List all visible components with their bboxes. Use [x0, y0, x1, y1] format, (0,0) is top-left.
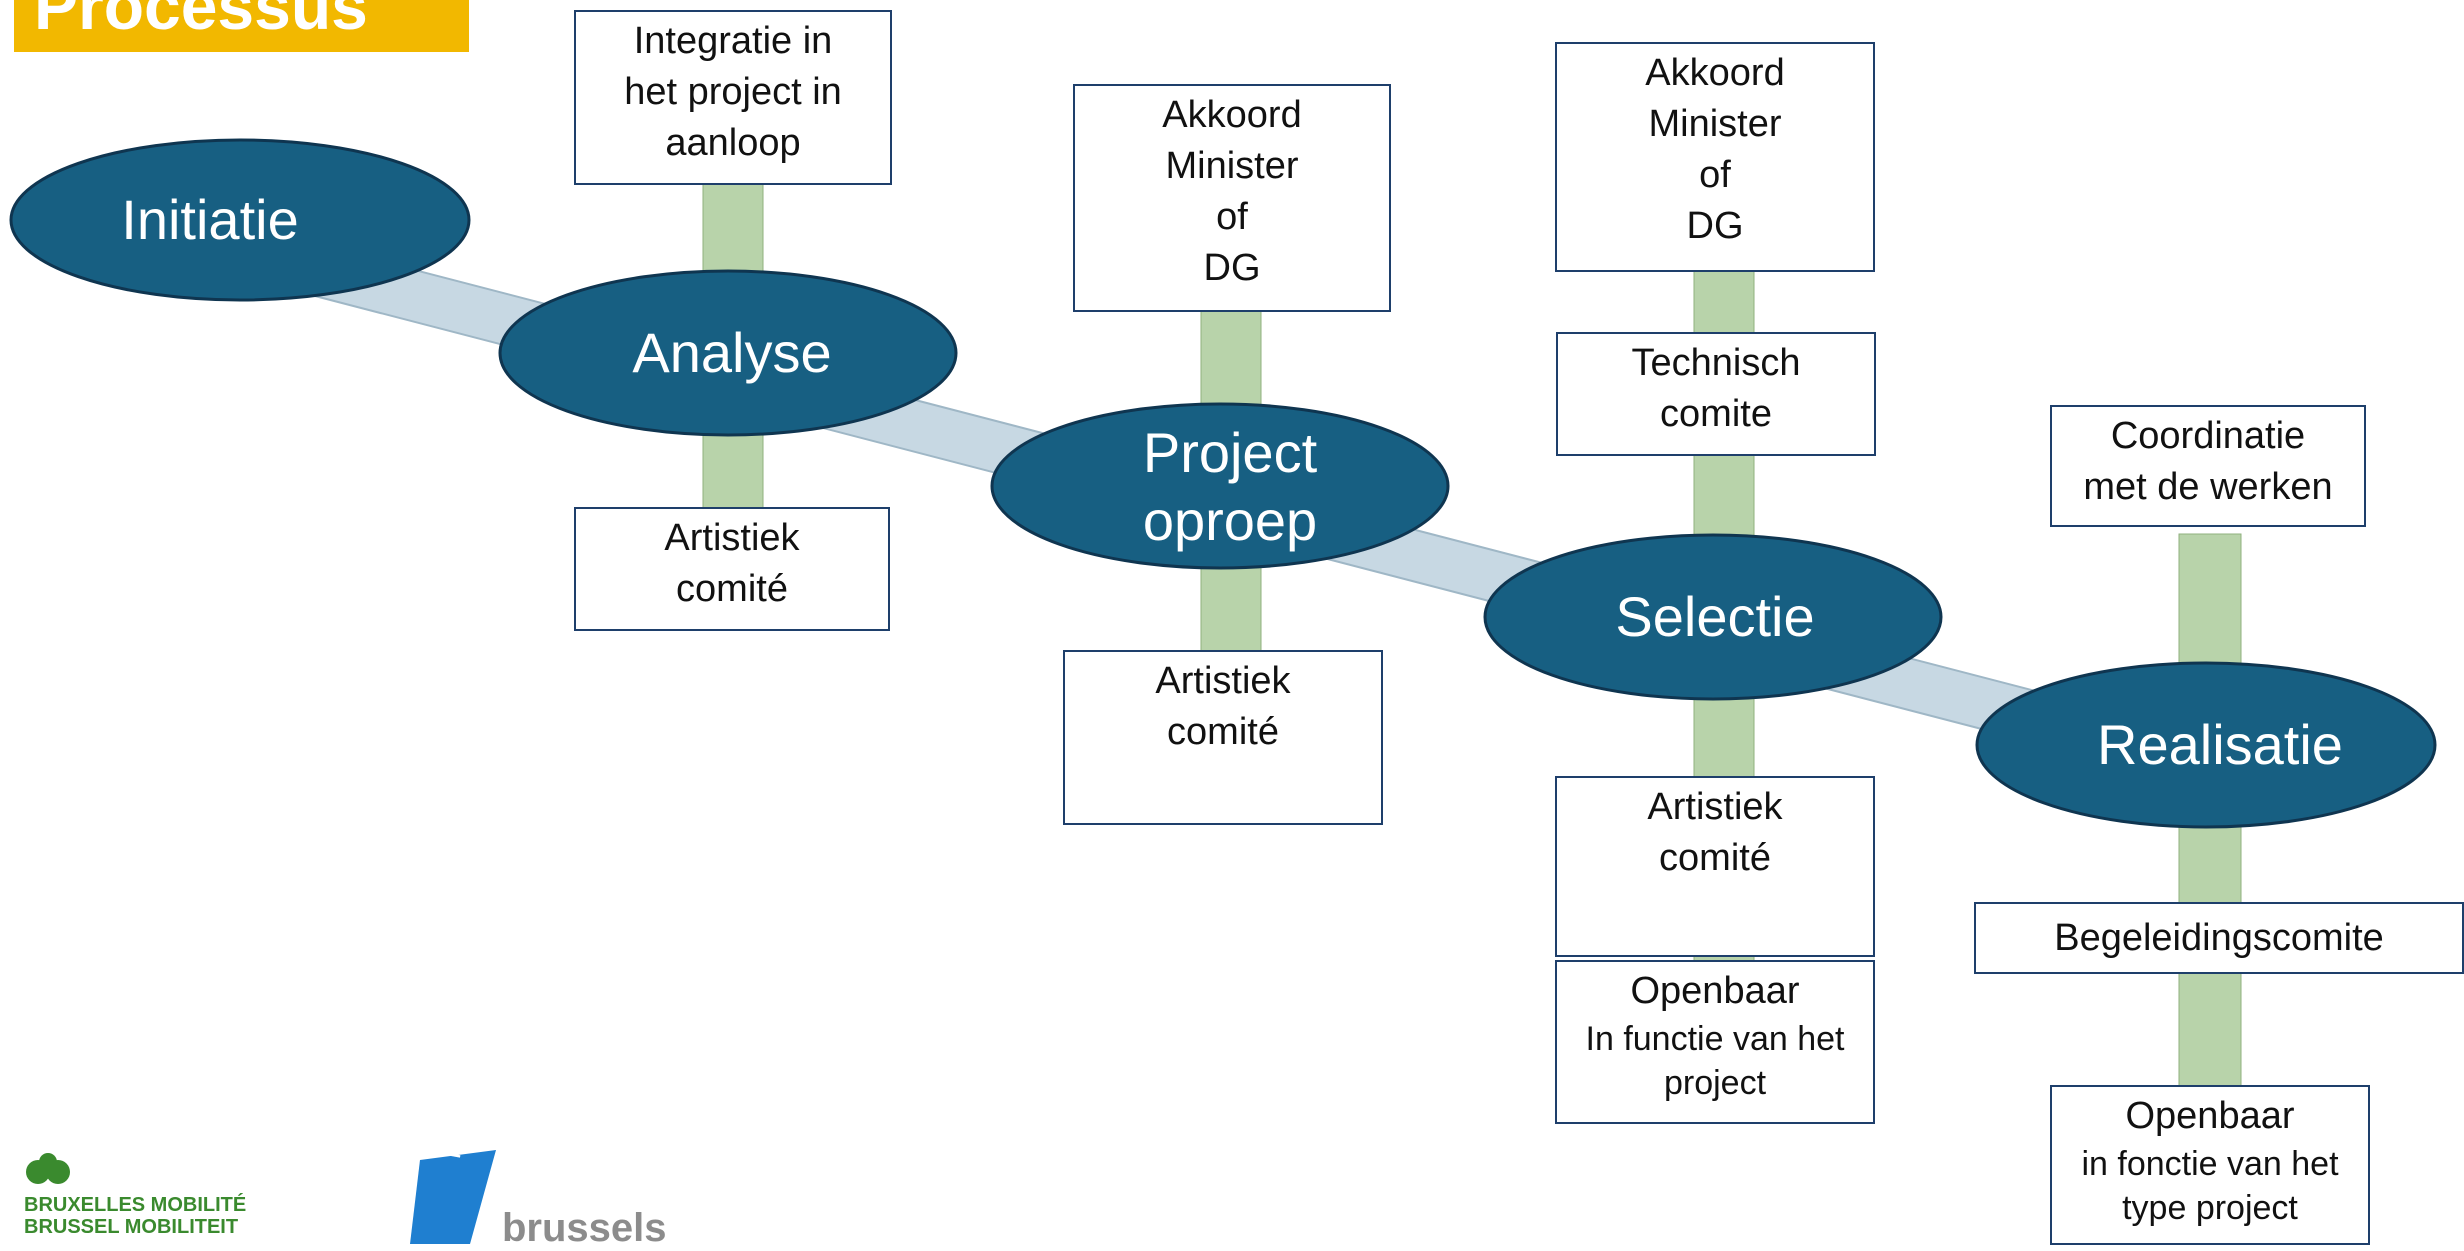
- box-integratie: Integratie in het project in aanloop: [574, 10, 892, 185]
- box-line: type project: [2122, 1189, 2298, 1227]
- box-artistiek-comite-selectie: Artistiek comité: [1555, 776, 1875, 957]
- logo-line-nl: BRUSSEL MOBILITEIT: [24, 1216, 239, 1238]
- box-line: Artistiek: [1155, 660, 1291, 702]
- connector-realisatie-top: [2178, 533, 2242, 667]
- box-line: Akkoord: [1645, 52, 1785, 94]
- box-line: DG: [1686, 205, 1744, 247]
- box-openbaar-selectie: Openbaar In functie van het project: [1555, 960, 1875, 1124]
- stage-realisatie-shape: [1975, 661, 2437, 829]
- box-line: comité: [676, 568, 788, 610]
- box-akkoord-selectie: Akkoord Minister of DG: [1555, 42, 1875, 272]
- stage-selectie-shape: [1483, 533, 1943, 701]
- box-line: Integratie in: [633, 20, 833, 62]
- box-line: het project in: [624, 71, 842, 113]
- box-line: Openbaar: [2125, 1095, 2295, 1137]
- box-line: Begeleidingscomite: [2054, 916, 2384, 959]
- brussels-brand-text: brussels: [502, 1206, 667, 1250]
- box-line: In functie van het: [1585, 1020, 1845, 1058]
- box-openbaar-realisatie: Openbaar in fonctie van het type project: [2050, 1085, 2370, 1245]
- box-line: in fonctie van het: [2081, 1145, 2339, 1183]
- logo-line-fr: BRUXELLES MOBILITÉ: [24, 1194, 247, 1216]
- box-line: Artistiek: [664, 517, 800, 559]
- box-line: comité: [1167, 711, 1279, 753]
- box-line: DG: [1203, 247, 1261, 289]
- connector-oproep-bottom: [1200, 563, 1262, 653]
- box-line: Openbaar: [1630, 970, 1800, 1012]
- stage-initiatie-shape: [9, 138, 471, 302]
- box-line: Coordinatie: [2110, 415, 2306, 457]
- box-line: project: [1663, 1064, 1767, 1102]
- box-line: aanloop: [665, 122, 801, 164]
- box-line: of: [1699, 154, 1731, 196]
- box-line: Artistiek: [1647, 786, 1783, 828]
- connector-oproep-top: [1200, 309, 1262, 419]
- clover-icon: [26, 1153, 70, 1184]
- connector-analyse-top: [702, 182, 764, 284]
- box-artistiek-comite-analyse: Artistiek comité: [574, 507, 890, 631]
- box-line: Minister: [1648, 103, 1782, 145]
- stage-project-oproep-shape: [990, 402, 1450, 570]
- box-line: Minister: [1165, 145, 1299, 187]
- box-line: comité: [1659, 837, 1771, 879]
- box-line: Technisch: [1631, 342, 1801, 384]
- stib-logo: MIVB STIB brussels: [410, 1066, 710, 1250]
- box-line: of: [1216, 196, 1248, 238]
- box-technisch-comite: Technisch comite: [1556, 332, 1876, 456]
- connector-analyse-bottom: [702, 429, 764, 511]
- stib-mark-icon: [410, 1150, 496, 1244]
- box-akkoord-oproep: Akkoord Minister of DG: [1073, 84, 1391, 312]
- box-artistiek-comite-oproep: Artistiek comité: [1063, 650, 1383, 825]
- box-coordinatie: Coordinatie met de werken: [2050, 405, 2366, 527]
- bruxelles-mobilite-logo: BRUXELLES MOBILITÉ BRUSSEL MOBILITEIT: [14, 1152, 354, 1244]
- box-begeleidingscomite: Begeleidingscomite: [1974, 902, 2464, 974]
- box-line: Akkoord: [1162, 94, 1302, 136]
- page-title: Processus: [14, 0, 469, 52]
- box-line: comite: [1660, 393, 1772, 435]
- box-line: met de werken: [2083, 466, 2333, 508]
- stage-analyse-shape: [498, 269, 958, 437]
